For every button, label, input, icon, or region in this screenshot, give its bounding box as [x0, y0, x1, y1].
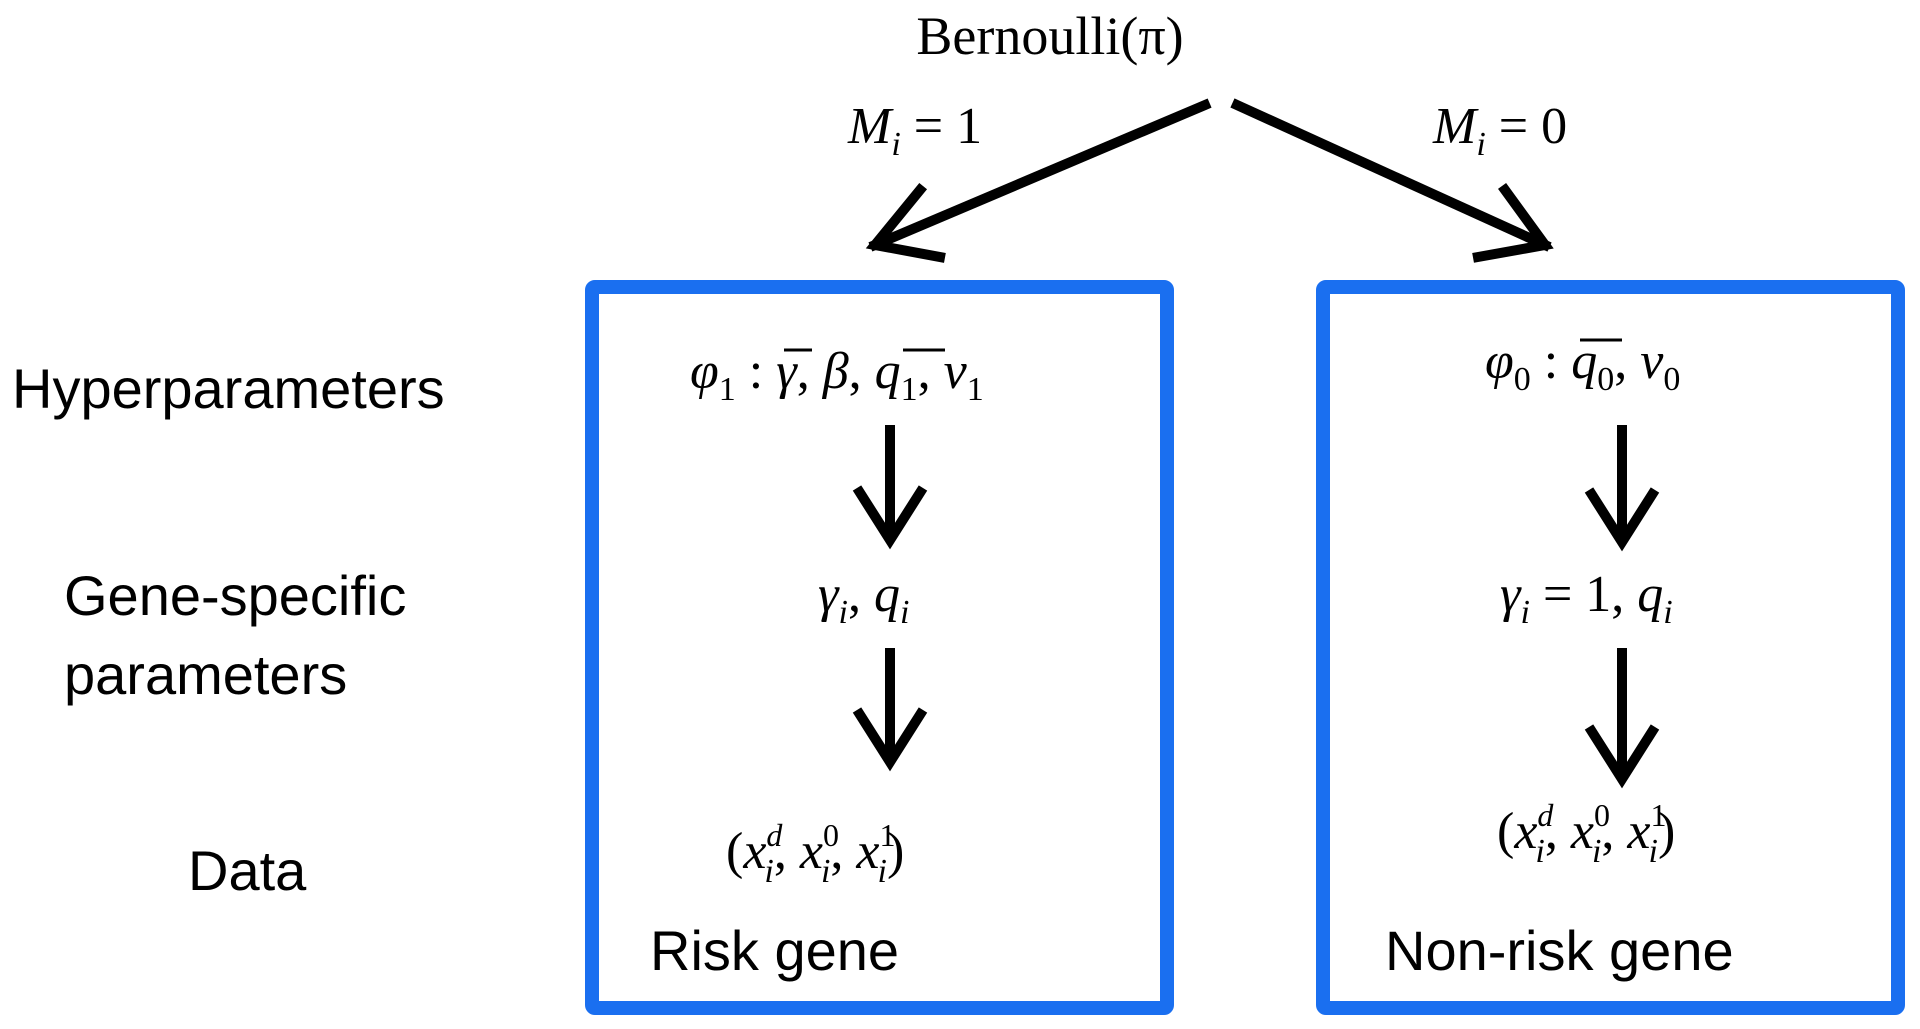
root-label: Bernoulli(π) [916, 6, 1183, 66]
nonrisk-gene-box [1316, 280, 1905, 1015]
risk-hyperparameters: φ1 : γ, β, q1, ν1 [690, 343, 984, 408]
row-label-gene-specific-line2: parameters [64, 643, 347, 706]
row-label-data: Data [188, 839, 307, 902]
risk-gene-specific-params: γi, qi [818, 566, 909, 631]
nonrisk-down-arrow-2 [1584, 648, 1660, 789]
nonrisk-down-arrow-1 [1584, 425, 1660, 552]
risk-gene-box [585, 280, 1174, 1015]
branch-label-left: Mi = 1 [847, 98, 982, 163]
risk-down-arrow-1 [852, 425, 928, 550]
nonrisk-gene-specific-params: γi = 1, qi [1500, 566, 1673, 631]
branch-arrow-right [1230, 98, 1554, 263]
row-label-hyperparameters: Hyperparameters [12, 357, 445, 420]
risk-gene-title: Risk gene [650, 919, 899, 982]
branch-label-right: Mi = 0 [1432, 98, 1567, 163]
branch-arrow-left [865, 98, 1212, 263]
nonrisk-hyperparameters: φ0 : q0, ν0 [1485, 333, 1680, 398]
row-label-gene-specific-line1: Gene-specific [64, 564, 406, 627]
risk-down-arrow-2 [852, 648, 928, 772]
nonrisk-gene-title: Non-risk gene [1385, 919, 1734, 982]
